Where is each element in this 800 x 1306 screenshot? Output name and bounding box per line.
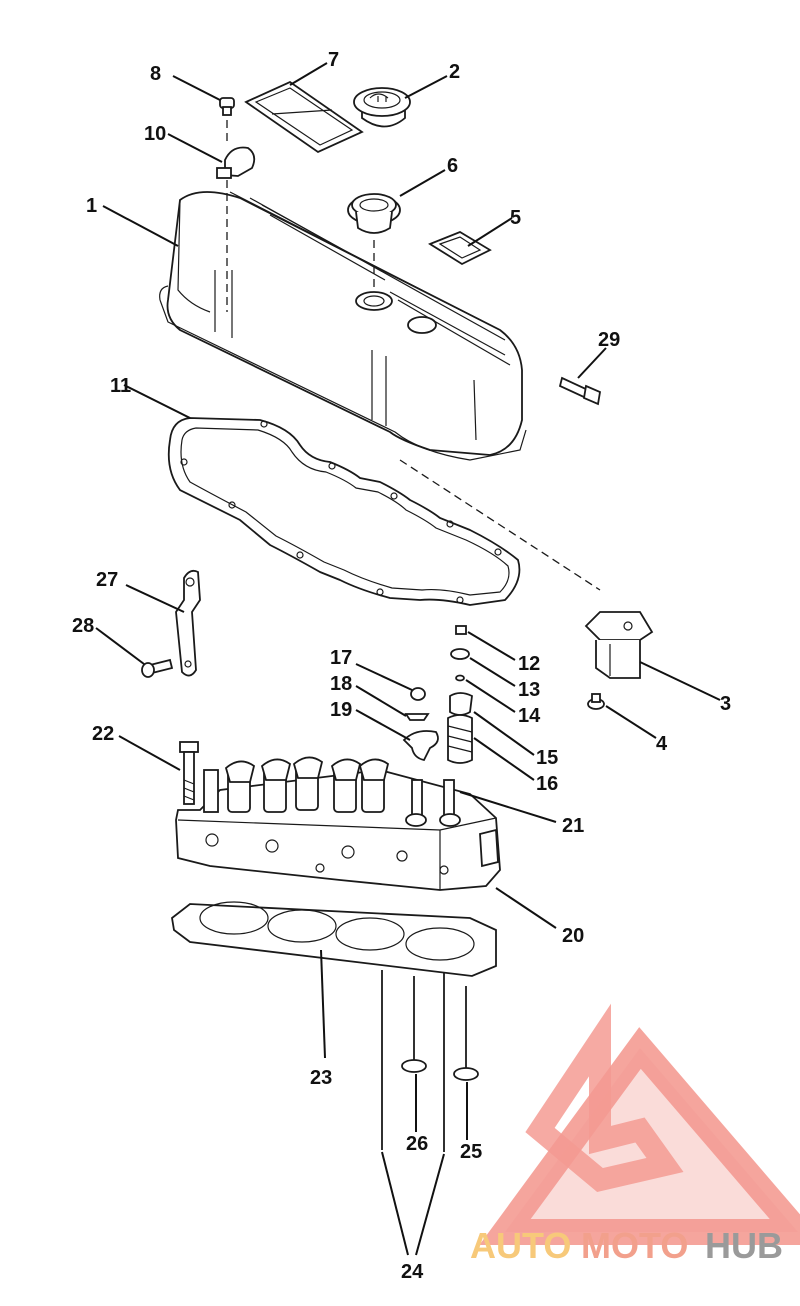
callout-14: 14 <box>518 705 541 727</box>
callout-19: 19 <box>330 699 352 721</box>
part-small-screw <box>219 97 235 145</box>
part-cover-gasket <box>167 417 521 606</box>
callout-3: 3 <box>720 693 731 715</box>
watermark-text: AUTO MOTO HUB <box>470 1225 783 1266</box>
brand-hub: HUB <box>705 1225 783 1266</box>
callout-1: 1 <box>86 195 97 217</box>
callout-16: 16 <box>536 773 558 795</box>
part-breather <box>584 611 654 679</box>
watermark-logo <box>479 1003 800 1245</box>
callout-4: 4 <box>656 733 668 755</box>
brand-auto: AUTO <box>470 1225 571 1266</box>
callout-15: 15 <box>536 747 558 769</box>
part-small-gasket <box>428 230 492 266</box>
callout-10: 10 <box>144 123 166 145</box>
part-valve-stack <box>447 625 473 764</box>
part-head-gasket <box>171 901 497 977</box>
part-pushrods-valves <box>381 970 479 1152</box>
callout-17: 17 <box>330 647 352 669</box>
callout-8: 8 <box>150 63 161 85</box>
breather-alignment-line <box>399 459 601 591</box>
part-valve-cover <box>159 191 527 461</box>
callout-13: 13 <box>518 679 540 701</box>
callout-2: 2 <box>449 61 460 83</box>
part-cylinder-head <box>175 756 501 891</box>
callout-11: 11 <box>110 375 131 397</box>
callout-27: 27 <box>96 569 118 591</box>
part-clip <box>216 146 256 179</box>
callout-22: 22 <box>92 723 114 745</box>
part-bracket <box>175 569 201 677</box>
part-rocker-assembly <box>402 687 439 762</box>
callout-24: 24 <box>401 1261 424 1283</box>
callout-21: 21 <box>562 815 584 837</box>
callout-20: 20 <box>562 925 584 947</box>
part-cap-grommet <box>347 193 401 234</box>
part-bracket-bolt <box>141 658 174 678</box>
part-filter-plate <box>244 80 364 154</box>
callout-28: 28 <box>72 615 94 637</box>
callout-6: 6 <box>447 155 458 177</box>
leader-lines <box>95 62 721 1256</box>
callout-labels: 1 2 3 4 5 6 7 8 10 11 12 13 14 15 16 17 … <box>72 49 731 1283</box>
callout-7: 7 <box>328 49 339 71</box>
callout-26: 26 <box>406 1133 428 1155</box>
part-cover-bolt <box>558 376 602 406</box>
callout-12: 12 <box>518 653 540 675</box>
callout-18: 18 <box>330 673 352 695</box>
callout-25: 25 <box>460 1141 482 1163</box>
part-breather-screw <box>587 693 605 710</box>
part-head-bolt <box>179 741 199 805</box>
callout-5: 5 <box>510 207 521 229</box>
part-oil-filler-cap <box>353 87 411 128</box>
brand-moto: MOTO <box>581 1225 688 1266</box>
callout-29: 29 <box>598 329 620 351</box>
callout-23: 23 <box>310 1067 332 1089</box>
